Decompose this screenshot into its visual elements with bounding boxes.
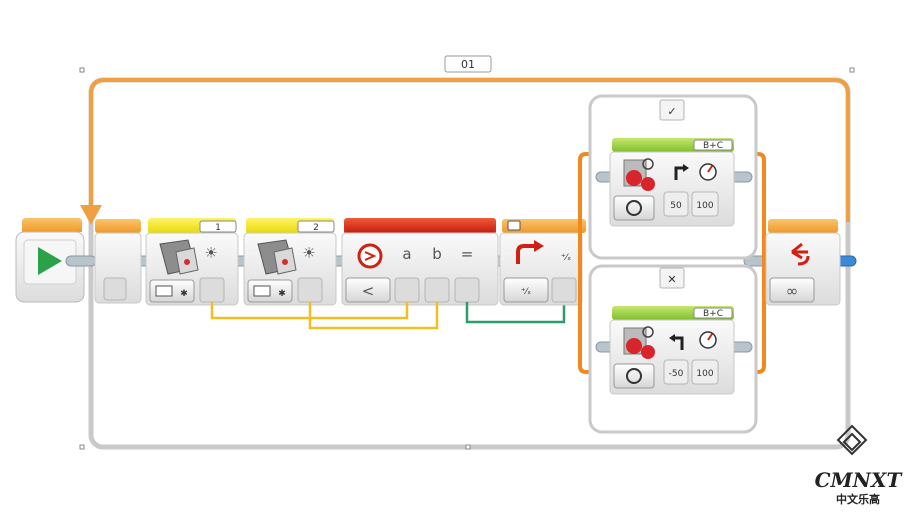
- power-input[interactable]: [691, 359, 719, 385]
- true-case-label: ✓: [667, 105, 676, 118]
- turn-right-icon: [674, 166, 684, 180]
- output-plug[interactable]: [199, 277, 225, 303]
- port-label: 2: [313, 223, 319, 233]
- watermark-subtitle: 中文乐高: [836, 492, 880, 506]
- wire-sensor2-to-b: [308, 302, 439, 330]
- loop-end-block[interactable]: ∞: [765, 219, 841, 306]
- color-sensor-block-1[interactable]: 1 ☀ ✱: [145, 218, 239, 306]
- color-sensor-block-2[interactable]: 2 ☀ ✱: [243, 218, 337, 306]
- input-a-label: a: [402, 245, 411, 263]
- motor-mode-selector[interactable]: [613, 363, 655, 389]
- input-b-plug[interactable]: [424, 277, 450, 303]
- motor-port-selector[interactable]: [693, 139, 733, 151]
- selection-handle[interactable]: [465, 444, 471, 450]
- true-case-tab[interactable]: [659, 99, 685, 121]
- selection-handle[interactable]: [79, 67, 85, 73]
- play-icon[interactable]: [38, 247, 62, 275]
- input-b-label: b: [432, 245, 442, 263]
- port-selector[interactable]: [297, 220, 335, 233]
- loop-name-tab[interactable]: [444, 55, 492, 73]
- light-icon: ☀: [302, 244, 315, 262]
- ambient-icon: ✱: [278, 289, 286, 299]
- color-sensor-icon: [159, 239, 199, 275]
- on-mode-icon: [626, 368, 642, 384]
- steering-input[interactable]: [663, 359, 689, 385]
- compare-operator: <: [362, 282, 375, 300]
- infinity-icon: ∞: [786, 282, 799, 300]
- loop-arrow-icon: [80, 205, 102, 225]
- large-motor-icon: [623, 159, 655, 191]
- compare-mode-selector[interactable]: [345, 277, 391, 303]
- steering-value: 50: [670, 201, 682, 211]
- ambient-icon: ✱: [180, 289, 188, 299]
- move-steering-block-false[interactable]: B+C -50 100: [595, 306, 753, 395]
- on-mode-icon: [626, 200, 642, 216]
- switch-icon: [516, 244, 536, 264]
- false-case-tab[interactable]: [659, 267, 685, 289]
- steering-input[interactable]: [663, 191, 689, 217]
- result-plug[interactable]: [454, 277, 480, 303]
- switch-mode-symbol: ⁺⁄ₓ: [521, 287, 531, 297]
- light-icon: ☀: [204, 244, 217, 262]
- false-case-label: ✕: [667, 273, 676, 286]
- motor-mode-selector[interactable]: [613, 195, 655, 221]
- motor-port-selector[interactable]: [693, 307, 733, 319]
- input-a-plug[interactable]: [394, 277, 420, 303]
- start-block[interactable]: [15, 218, 85, 303]
- steering-wheel-icon: [642, 158, 654, 170]
- power-value: 100: [696, 201, 713, 211]
- selection-handle[interactable]: [849, 67, 855, 73]
- wire-result-to-switch: [465, 302, 566, 324]
- motor-ports-label: B+C: [703, 309, 723, 319]
- result-label: =: [461, 245, 474, 263]
- watermark-brand: CMNXT: [815, 468, 904, 492]
- large-motor-icon: [623, 327, 655, 359]
- power-input[interactable]: [691, 191, 719, 217]
- switch-case-symbol: ⁺⁄ₓ: [561, 253, 571, 263]
- motor-ports-label: B+C: [703, 141, 723, 151]
- switch-mode-selector[interactable]: [503, 277, 549, 303]
- cmnxt-logo-icon: [836, 424, 868, 456]
- loop-repeat-icon: [791, 242, 808, 260]
- switch-right-rail: [750, 152, 766, 374]
- compare-icon: [357, 243, 383, 269]
- loop-top-wire: [89, 78, 850, 222]
- port-selector[interactable]: [199, 220, 237, 233]
- steering-wheel-icon: [642, 326, 654, 338]
- output-plug[interactable]: [297, 277, 323, 303]
- switch-input-plug[interactable]: [551, 277, 577, 303]
- turn-left-icon: [674, 336, 684, 350]
- move-steering-block-true[interactable]: B+C 50 100: [595, 138, 753, 227]
- data-wires: [210, 302, 566, 330]
- steering-value: -50: [669, 369, 684, 379]
- compare-block[interactable]: a b = <: [341, 218, 499, 306]
- color-sensor-icon: [257, 239, 297, 275]
- port-label: 1: [215, 223, 221, 233]
- loop-name-label: 01: [461, 58, 475, 71]
- watermark-logo: CMNXT 中文乐高: [815, 424, 904, 506]
- selection-handle[interactable]: [79, 444, 85, 450]
- loop-start-block: [94, 219, 142, 304]
- power-value: 100: [696, 369, 713, 379]
- loop-mode-selector[interactable]: [769, 277, 815, 303]
- switch-left-rail: [578, 152, 596, 374]
